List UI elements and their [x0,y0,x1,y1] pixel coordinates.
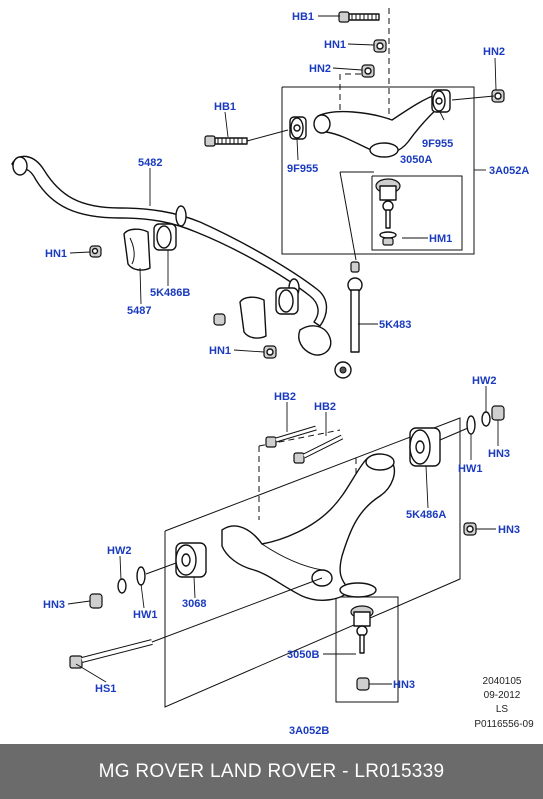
label-hb2-a: HB2 [274,391,296,403]
label-3050a: 3050A [400,154,432,166]
drawing-reference: 2040105 09-2012 LS P0116556-09 [474,676,534,730]
label-hn2-right: HN2 [483,46,505,58]
washer-hw2-left [117,578,127,594]
label-5k486a: 5K486A [406,509,446,521]
label-hw2-right: HW2 [472,375,496,387]
ball-joint-3050b [350,605,374,691]
label-5k486b: 5K486B [150,287,190,299]
leader-lines [67,15,499,685]
label-hs1: HS1 [95,683,116,695]
label-5482: 5482 [138,157,162,169]
label-hn3-lower: HN3 [393,679,415,691]
lower-arm-assembly-box [164,417,461,708]
ball-joint-3050a-box [371,175,463,251]
bolt-hb2-b [293,434,344,464]
label-hw2-left: HW2 [107,545,131,557]
label-3068: 3068 [182,598,206,610]
nut-hn1-small [213,313,226,326]
ball-joint-3050a [375,178,401,246]
ref-date: 09-2012 [484,690,521,701]
label-3a052a: 3A052A [489,165,529,177]
bolt-hs1 [69,577,323,669]
bushing-5k486b-right [275,287,299,315]
label-hn1-lower: HN1 [209,345,231,357]
nut-hn3-right [491,405,505,421]
upper-control-arm [313,93,443,158]
label-hm1: HM1 [429,233,452,245]
label-hn1-top: HN1 [324,39,346,51]
brand-caption: MG ROVER LAND ROVER - LR015339 [98,760,445,782]
bushing-9f955-left [289,116,307,140]
label-hb1-top: HB1 [292,11,314,23]
bolt-hb1-top [338,11,380,23]
washer-hw2-right [481,411,491,427]
label-hn2-top: HN2 [309,63,331,75]
suspension-exploded-diagram: HB1 HN1 HN2 HN2 HB1 9F955 9F955 3050A 3A… [11,8,534,737]
ball-joint-3050b-box [335,596,399,703]
nut-hn1-top [373,39,387,53]
label-9f955-left: 9F955 [287,163,318,175]
ref-code: 2040105 [483,676,522,687]
bushing-5k486b [153,223,177,251]
nut-hn2-right [491,89,505,103]
label-5487: 5487 [127,305,151,317]
label-hn3-left: HN3 [43,599,65,611]
lower-control-arm-3a052b [221,453,396,601]
label-5k483: 5K483 [379,319,411,331]
label-3a052b: 3A052B [289,725,329,737]
drop-link-5k483 [334,171,374,379]
bolt-hb1-mid [204,129,289,147]
nut-hn2-top [361,64,375,78]
nut-hn3-left [89,593,103,609]
label-hn3-mid: HN3 [498,524,520,536]
bracket-5487-left [123,228,151,271]
label-3050b: 3050B [287,649,319,661]
label-9f955-right: 9F955 [422,138,453,150]
label-hb1-mid: HB1 [214,101,236,113]
label-hw1-right: HW1 [458,463,482,475]
label-hn3-right: HN3 [488,448,510,460]
nut-hn3-mid [463,522,477,536]
bushing-3068 [175,542,207,578]
bolt-hb2-a [265,425,317,448]
label-hn1-left: HN1 [45,248,67,260]
nut-hn1-lower [263,345,277,359]
bushing-5k486a [409,427,441,467]
label-hb2-b: HB2 [314,401,336,413]
part-labels: HB1 HN1 HN2 HN2 HB1 9F955 9F955 3050A 3A… [43,11,529,737]
washer-hw1-right [466,415,476,435]
upper-arm-assembly-box [281,86,475,255]
nut-hn1-left [89,245,102,258]
bushing-9f955-right [431,89,451,113]
ref-number: P0116556-09 [474,719,534,730]
brand-caption-bar: MG ROVER LAND ROVER - LR015339 [0,744,543,799]
bracket-5487-right [239,296,267,339]
label-hw1-left: HW1 [133,609,157,621]
ref-side: LS [496,704,509,715]
washer-hw1-left [136,566,146,586]
